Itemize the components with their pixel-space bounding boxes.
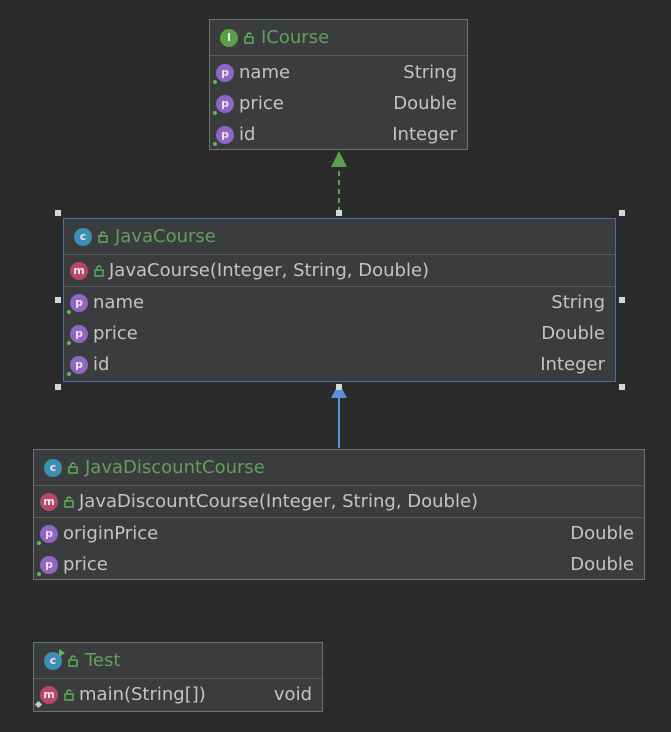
resize-handle-n[interactable] [336,210,342,216]
runnable-class-icon: c [44,648,65,670]
resize-handle-nw[interactable] [55,210,61,216]
field-name: id [93,354,110,375]
property-icon: p [213,125,234,146]
field-type: Integer [392,124,457,145]
field-type: Double [570,554,634,575]
property-icon: p [67,355,88,376]
field-name: price [63,554,108,575]
constructor-signature: JavaDiscountCourse(Integer, String, Doub… [79,491,479,512]
method-row[interactable]: m main(String[]) void [34,679,322,710]
field-row[interactable]: p name String [210,57,467,88]
extends-edge[interactable] [331,383,347,448]
public-visibility-icon [64,495,74,508]
javadiscountcourse-header: c JavaDiscountCourse [34,450,644,486]
test-header: c Test [34,643,322,679]
constructor-row[interactable]: m JavaDiscountCourse(Integer, String, Do… [34,486,644,517]
field-row[interactable]: p price Double [64,318,615,349]
interface-icon: I [220,28,238,47]
javacourse-fields: p name String p price Double p id Intege… [64,287,615,380]
method-return-type: void [273,684,312,705]
public-visibility-icon [64,688,74,701]
field-name: id [239,124,256,145]
public-visibility-icon [94,264,104,277]
field-row[interactable]: p originPrice Double [34,518,644,549]
class-icon: c [44,458,62,477]
test-methods: m main(String[]) void [34,679,322,710]
field-type: Integer [540,354,605,375]
extends-arrowhead [331,383,347,398]
implements-arrowhead [331,151,347,167]
field-name: name [239,62,291,83]
javadiscountcourse-fields: p originPrice Double p price Double [34,518,644,580]
field-name: price [93,323,138,344]
class-name: ICourse [261,27,330,48]
public-visibility-icon [244,31,254,44]
constructor-signature: JavaCourse(Integer, String, Double) [109,260,430,281]
field-row[interactable]: p price Double [34,549,644,580]
javacourse-node[interactable]: c JavaCourse m JavaCourse(Integer, Strin… [63,218,616,382]
field-name: originPrice [63,523,159,544]
field-type: Double [541,323,605,344]
resize-handle-sw[interactable] [55,384,61,390]
resize-handle-se[interactable] [619,384,625,390]
field-row[interactable]: p price Double [210,88,467,119]
class-name: JavaDiscountCourse [85,457,265,478]
property-icon: p [67,324,88,345]
property-icon: p [67,293,88,314]
field-name: name [93,292,145,313]
constructor-row[interactable]: m JavaCourse(Integer, String, Double) [64,255,615,286]
class-name: JavaCourse [115,226,216,247]
method-icon: m [40,492,58,511]
property-icon: p [213,94,234,115]
implements-edge[interactable] [331,151,347,212]
public-visibility-icon [68,461,78,474]
resize-handle-e[interactable] [619,297,625,303]
public-visibility-icon [68,654,78,667]
resize-handle-w[interactable] [55,297,61,303]
javadiscountcourse-node[interactable]: c JavaDiscountCourse m JavaDiscountCours… [33,449,645,580]
class-name: Test [85,650,121,671]
icourse-node[interactable]: I ICourse p name String p price Double p… [209,19,468,150]
icourse-fields: p name String p price Double p id Intege… [210,56,467,150]
field-type: Double [570,523,634,544]
property-icon: p [213,63,234,84]
static-method-icon: m [34,685,58,708]
javadiscountcourse-constructors: m JavaDiscountCourse(Integer, String, Do… [34,486,644,518]
method-signature: main(String[]) [79,684,206,705]
icourse-header: I ICourse [210,20,467,56]
resize-handle-s[interactable] [336,384,342,390]
resize-handle-ne[interactable] [619,210,625,216]
property-icon: p [37,524,58,545]
field-type: Double [393,93,457,114]
test-node[interactable]: c Test m main(String[]) void [33,642,323,712]
field-row[interactable]: p id Integer [210,119,467,150]
field-row[interactable]: p name String [64,287,615,318]
property-icon: p [37,555,58,576]
field-type: String [551,292,605,313]
public-visibility-icon [98,230,108,243]
field-type: String [403,62,457,83]
class-icon: c [74,227,92,246]
javacourse-constructors: m JavaCourse(Integer, String, Double) [64,255,615,287]
field-name: price [239,93,284,114]
field-row[interactable]: p id Integer [64,349,615,380]
javacourse-header: c JavaCourse [64,219,615,255]
method-icon: m [70,261,88,280]
